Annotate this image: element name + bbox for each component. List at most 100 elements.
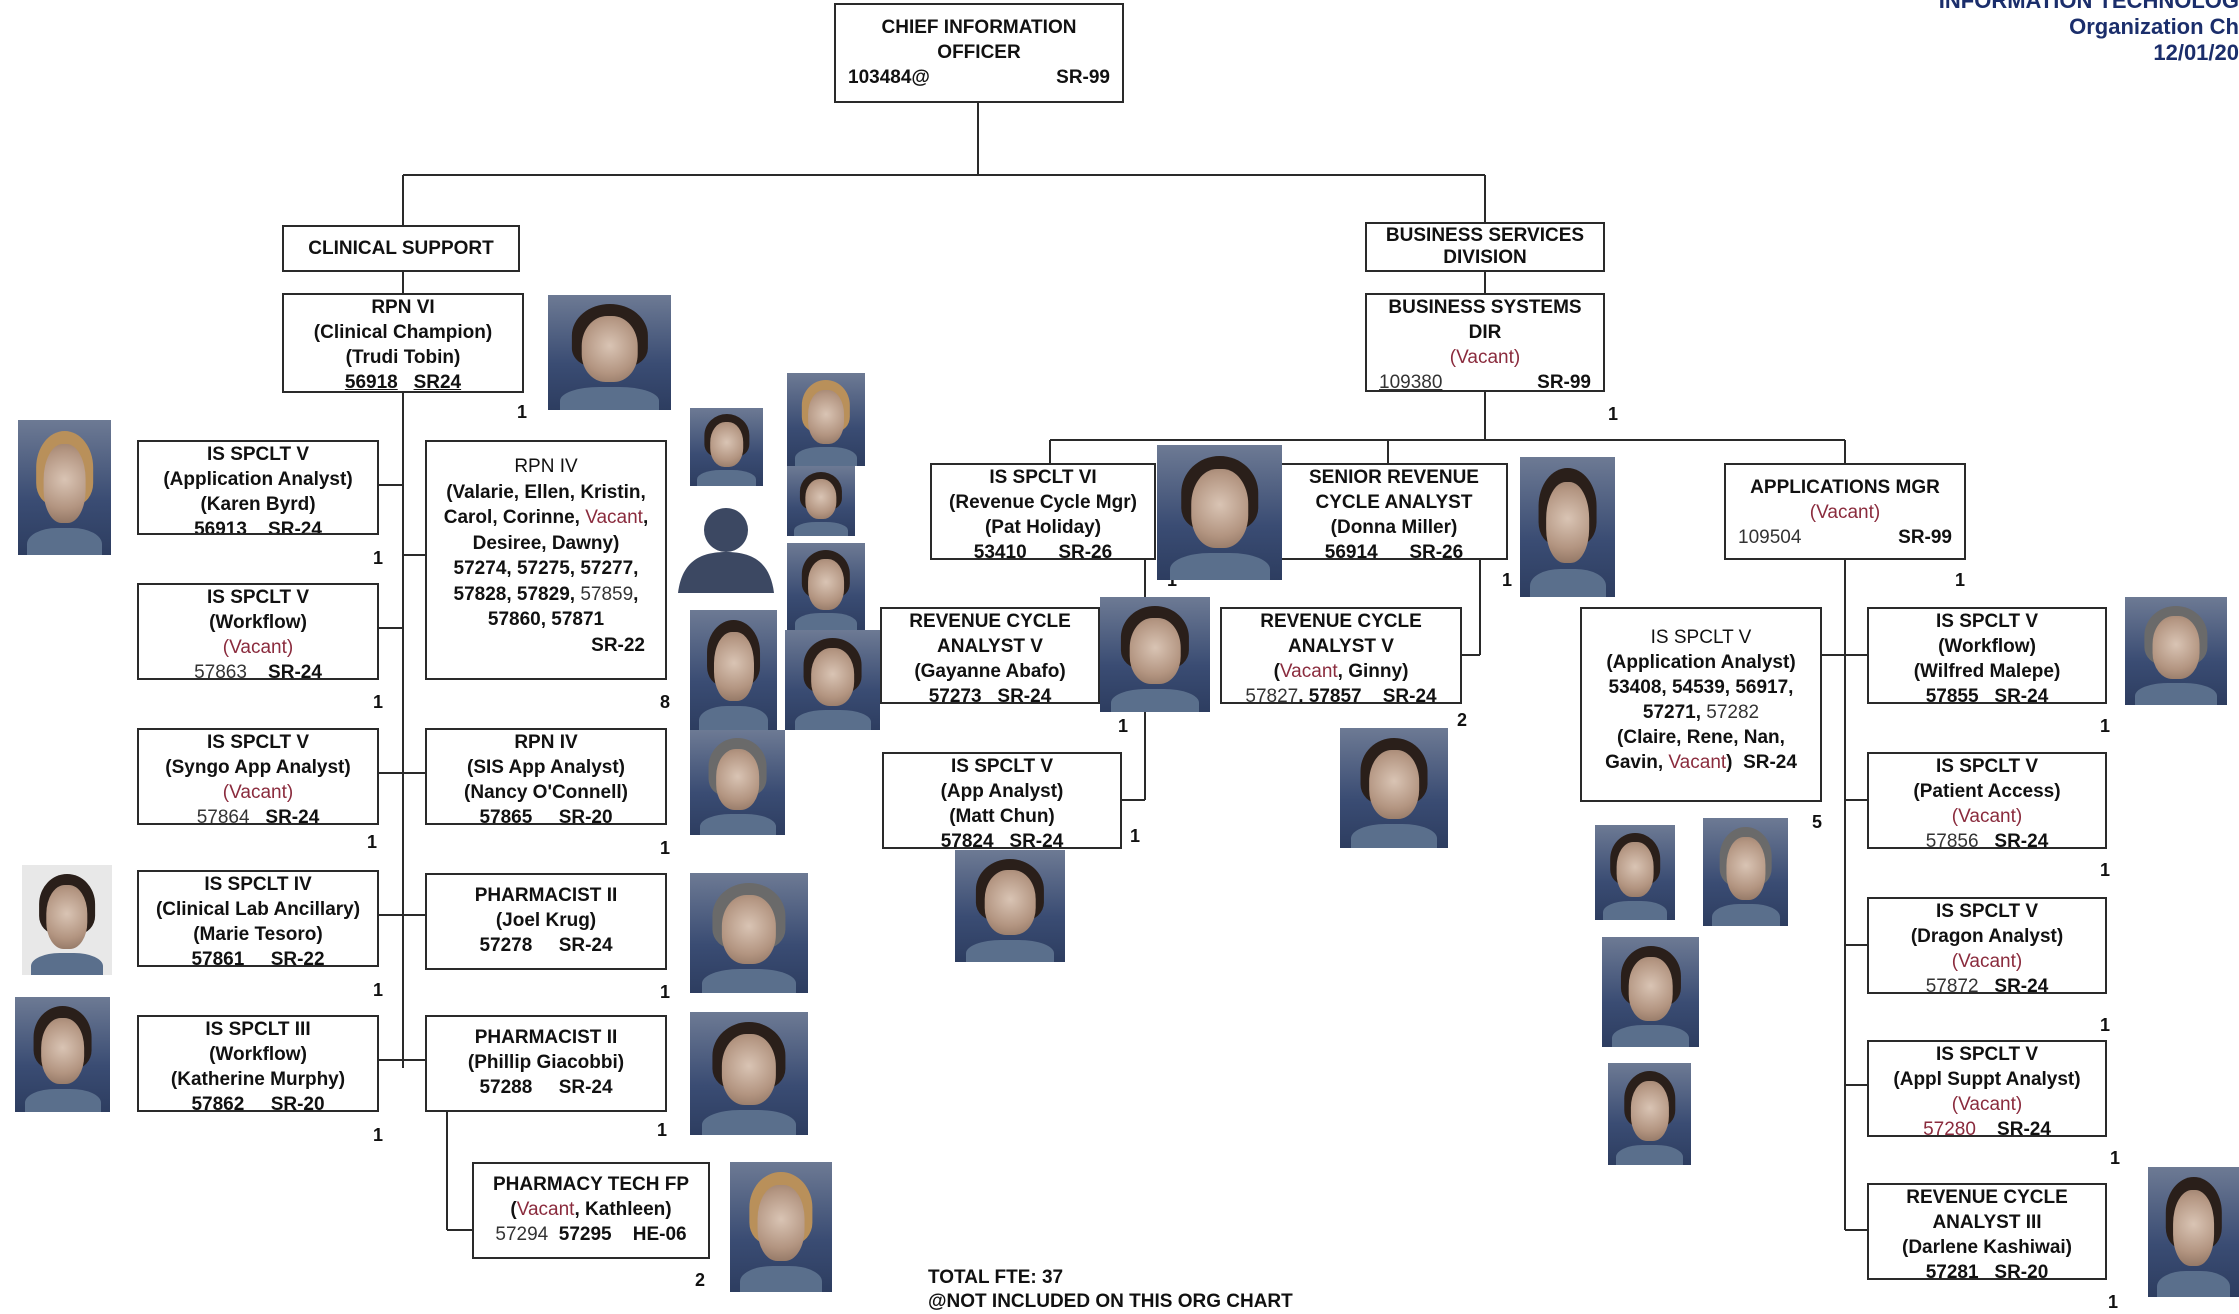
apps-mgr-grade: SR-99 — [1898, 527, 1952, 548]
app-group-count: 5 — [1812, 812, 1823, 832]
rpn4-codes-a: 57274, 57275, 57277, — [453, 558, 639, 579]
dragon-role: (Dragon Analyst) — [1910, 926, 2064, 947]
wilfred-name: (Wilfred Malepe) — [1913, 661, 2061, 682]
photo-app-group-4 — [1608, 1063, 1691, 1165]
photo-rpn4-1 — [690, 408, 763, 486]
pharm-tech-name-rest: , Kathleen) — [574, 1199, 672, 1220]
apps-mgr-code: 109504 — [1738, 527, 1802, 548]
sis-title: RPN IV — [514, 732, 578, 753]
pharm-phillip-name: (Phillip Giacobbi) — [467, 1052, 625, 1073]
patient-access-box: IS SPCLT V (Patient Access) (Vacant) 578… — [1867, 752, 2107, 849]
karen-code: 56913 — [194, 519, 247, 535]
katherine-role: (Workflow) — [209, 1044, 307, 1065]
rpn6-name: (Trudi Tobin) — [345, 347, 461, 368]
senior-rev-title-1: SENIOR REVENUE — [1309, 467, 1479, 488]
clinical-support-box: CLINICAL SUPPORT — [282, 225, 520, 272]
dragon-box: IS SPCLT V (Dragon Analyst) (Vacant) 578… — [1867, 897, 2107, 994]
darlene-grade: SR-20 — [1994, 1262, 2049, 1280]
appl-suppt-name: (Vacant) — [1951, 1094, 2023, 1115]
cio-grade: SR-99 — [1056, 67, 1110, 88]
wilfred-title: IS SPCLT V — [1935, 611, 2039, 632]
pharm-joel-grade: SR-24 — [558, 935, 613, 956]
rpn6-role: (Clinical Champion) — [313, 322, 493, 343]
bsd-name: (Vacant) — [1449, 347, 1521, 368]
workflow-left-role: (Workflow) — [209, 612, 307, 633]
rev-ginny-box: REVENUE CYCLE ANALYST V (Vacant, Ginny) … — [1220, 607, 1462, 704]
rpn6-box: RPN VI (Clinical Champion) (Trudi Tobin)… — [282, 293, 524, 393]
rpn4-codes-b-vacant: 57859 — [580, 583, 634, 605]
senior-rev-box: SENIOR REVENUE CYCLE ANALYST (Donna Mill… — [1280, 463, 1508, 560]
business-services-box: BUSINESS SERVICES DIVISION — [1365, 222, 1605, 272]
rev-mgr-role: (Revenue Cycle Mgr) — [949, 492, 1137, 513]
app-group-grade: SR-24 — [1743, 752, 1797, 773]
cio-box: CHIEF INFORMATION OFFICER 103484@SR-99 — [834, 3, 1124, 103]
rev-mgr-grade: SR-26 — [1058, 542, 1113, 560]
app-analyst-group-box: IS SPCLT V (Application Analyst) 53408, … — [1580, 607, 1822, 802]
workflow-left-title: IS SPCLT V — [206, 587, 310, 608]
katherine-grade: SR-20 — [270, 1094, 325, 1112]
patient-access-title: IS SPCLT V — [1935, 756, 2039, 777]
dragon-title: IS SPCLT V — [1935, 901, 2039, 922]
pharm-joel-code: 57278 — [479, 935, 533, 956]
photo-rpn4-3 — [787, 466, 855, 536]
rev-mgr-code: 53410 — [973, 542, 1027, 560]
katherine-code: 57862 — [191, 1094, 245, 1112]
app-group-names-b1: Gavin, — [1605, 752, 1669, 773]
rev-gayanne-grade: SR-24 — [997, 686, 1052, 704]
karen-count: 1 — [373, 548, 384, 568]
karen-title: IS SPCLT V — [206, 444, 310, 465]
cio-code: 103484@ — [848, 67, 930, 88]
photo-wilfred-malepe — [2125, 597, 2227, 705]
sis-role: (SIS App Analyst) — [467, 757, 625, 778]
app-group-names-a: (Claire, Rene, Nan, — [1617, 727, 1785, 748]
senior-rev-count: 1 — [1502, 570, 1513, 590]
pharm-joel-count: 1 — [660, 982, 671, 1002]
pharm-tech-grade: HE-06 — [632, 1224, 687, 1245]
appl-suppt-box: IS SPCLT V (Appl Suppt Analyst) (Vacant)… — [1867, 1040, 2107, 1137]
appl-suppt-title: IS SPCLT V — [1935, 1044, 2039, 1065]
katherine-title: IS SPCLT III — [205, 1019, 311, 1040]
sis-name: (Nancy O'Connell) — [464, 782, 628, 803]
photo-matt-chun — [955, 850, 1065, 962]
dragon-code: 57872 — [1925, 976, 1979, 994]
pharm-phillip-box: PHARMACIST II (Phillip Giacobbi) 57288 S… — [425, 1015, 667, 1112]
app-group-role: (Application Analyst) — [1606, 652, 1796, 673]
apps-mgr-name: (Vacant) — [1809, 502, 1881, 523]
lab-title: IS SPCLT IV — [204, 874, 312, 895]
pharm-tech-box: PHARMACY TECH FP (Vacant, Kathleen) 5729… — [472, 1162, 710, 1259]
pharm-phillip-grade: SR-24 — [558, 1077, 613, 1098]
bsd-count: 1 — [1608, 404, 1619, 424]
katherine-count: 1 — [373, 1125, 384, 1145]
pharm-tech-count: 2 — [695, 1270, 706, 1290]
syngo-code: 57864 — [196, 807, 250, 825]
workflow-left-code: 57863 — [194, 662, 247, 680]
senior-rev-name: (Donna Miller) — [1330, 517, 1458, 538]
bsd-title-1: BUSINESS SYSTEMS — [1388, 297, 1582, 318]
photo-pat-holiday — [1157, 445, 1282, 580]
photo-rpn4-5 — [690, 610, 777, 730]
rpn4-codes-b1: 57828, 57829, — [453, 583, 581, 605]
photo-joel-krug — [690, 873, 808, 993]
syngo-grade: SR-24 — [265, 807, 320, 825]
photo-marie-tesoro — [22, 865, 112, 975]
lab-name: (Marie Tesoro) — [193, 924, 323, 945]
rpn4-names-a: (Valarie, Ellen, Kristin, — [446, 481, 646, 503]
darlene-code: 57281 — [1925, 1262, 1979, 1280]
karen-box: IS SPCLT V (Application Analyst) (Karen … — [137, 440, 379, 535]
footer: TOTAL FTE: 37 @NOT INCLUDED ON THIS ORG … — [928, 1266, 1293, 1314]
workflow-left-count: 1 — [373, 692, 384, 712]
app-matt-count: 1 — [1130, 826, 1141, 846]
bsd-title-2: DIR — [1468, 322, 1502, 343]
photo-app-group-3 — [1602, 937, 1699, 1047]
pharm-phillip-title: PHARMACIST II — [474, 1027, 618, 1048]
rpn4-codes-c: 57860, 57871 — [487, 609, 605, 630]
cio-title-1: CHIEF INFORMATION — [881, 17, 1077, 38]
pharm-joel-box: PHARMACIST II (Joel Krug) 57278 SR-24 — [425, 873, 667, 970]
workflow-left-box: IS SPCLT V (Workflow) (Vacant) 57863 SR-… — [137, 583, 379, 680]
rpn4-grade: SR-22 — [591, 634, 645, 656]
darlene-title-2: ANALYST III — [1932, 1212, 2042, 1233]
rev-mgr-count: 1 — [1167, 570, 1178, 590]
photo-katherine-murphy — [15, 997, 110, 1112]
rev-gayanne-title-2: ANALYST V — [937, 636, 1043, 657]
